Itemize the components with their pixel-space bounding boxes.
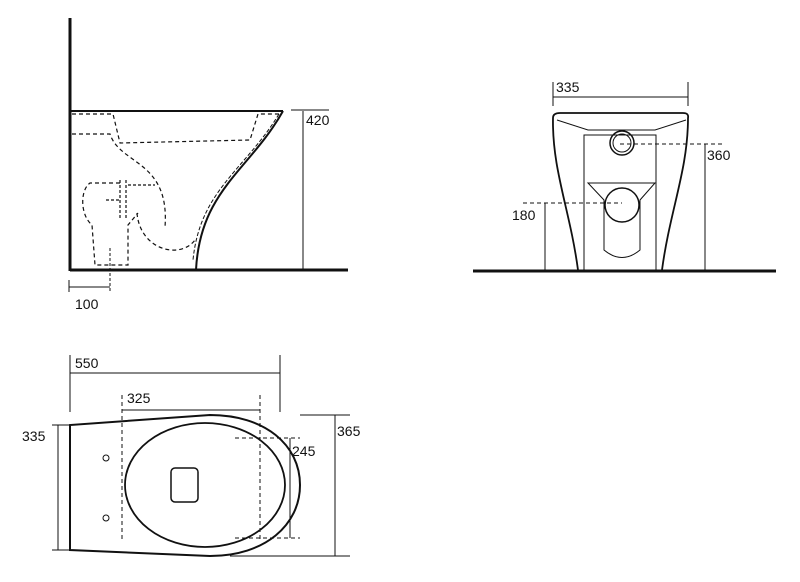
outlet-hidden-line [82,182,196,266]
inlet-circle [609,130,635,156]
seat-outline [124,422,286,548]
front-panel [583,134,657,270]
front-body-outline [552,112,690,271]
trap-detail [106,180,155,220]
plan-view [52,355,350,558]
dim-label-inlet-height: 360 [707,147,731,163]
outlet-recess [586,182,657,258]
dim-label-plan-length: 550 [75,355,99,371]
dim-label-side-height: 420 [306,112,330,128]
dim-label-seat-length: 325 [127,390,151,406]
dim-label-seat-width: 245 [292,443,316,459]
dim-label-plan-width: 335 [22,428,46,444]
rim-hidden-line [72,113,280,144]
fixing-hole-bottom [102,514,110,522]
bowl-front-curve [195,110,284,271]
bowl-inner-curve [192,113,280,261]
dim-label-outlet-height: 180 [512,207,536,223]
dim-label-overall-width: 365 [337,423,361,439]
trap-hidden-line [72,133,166,228]
seat-handle [170,467,199,503]
outlet-circle [604,187,640,223]
dim-label-outlet-offset: 100 [75,296,99,312]
side-view [68,18,348,292]
dim-label-front-width: 335 [556,79,580,95]
front-view [473,82,776,273]
fixing-hole-top [102,454,110,462]
plan-outline [69,413,302,558]
front-rim-detail [556,119,687,131]
inlet-inner-circle [612,133,632,153]
